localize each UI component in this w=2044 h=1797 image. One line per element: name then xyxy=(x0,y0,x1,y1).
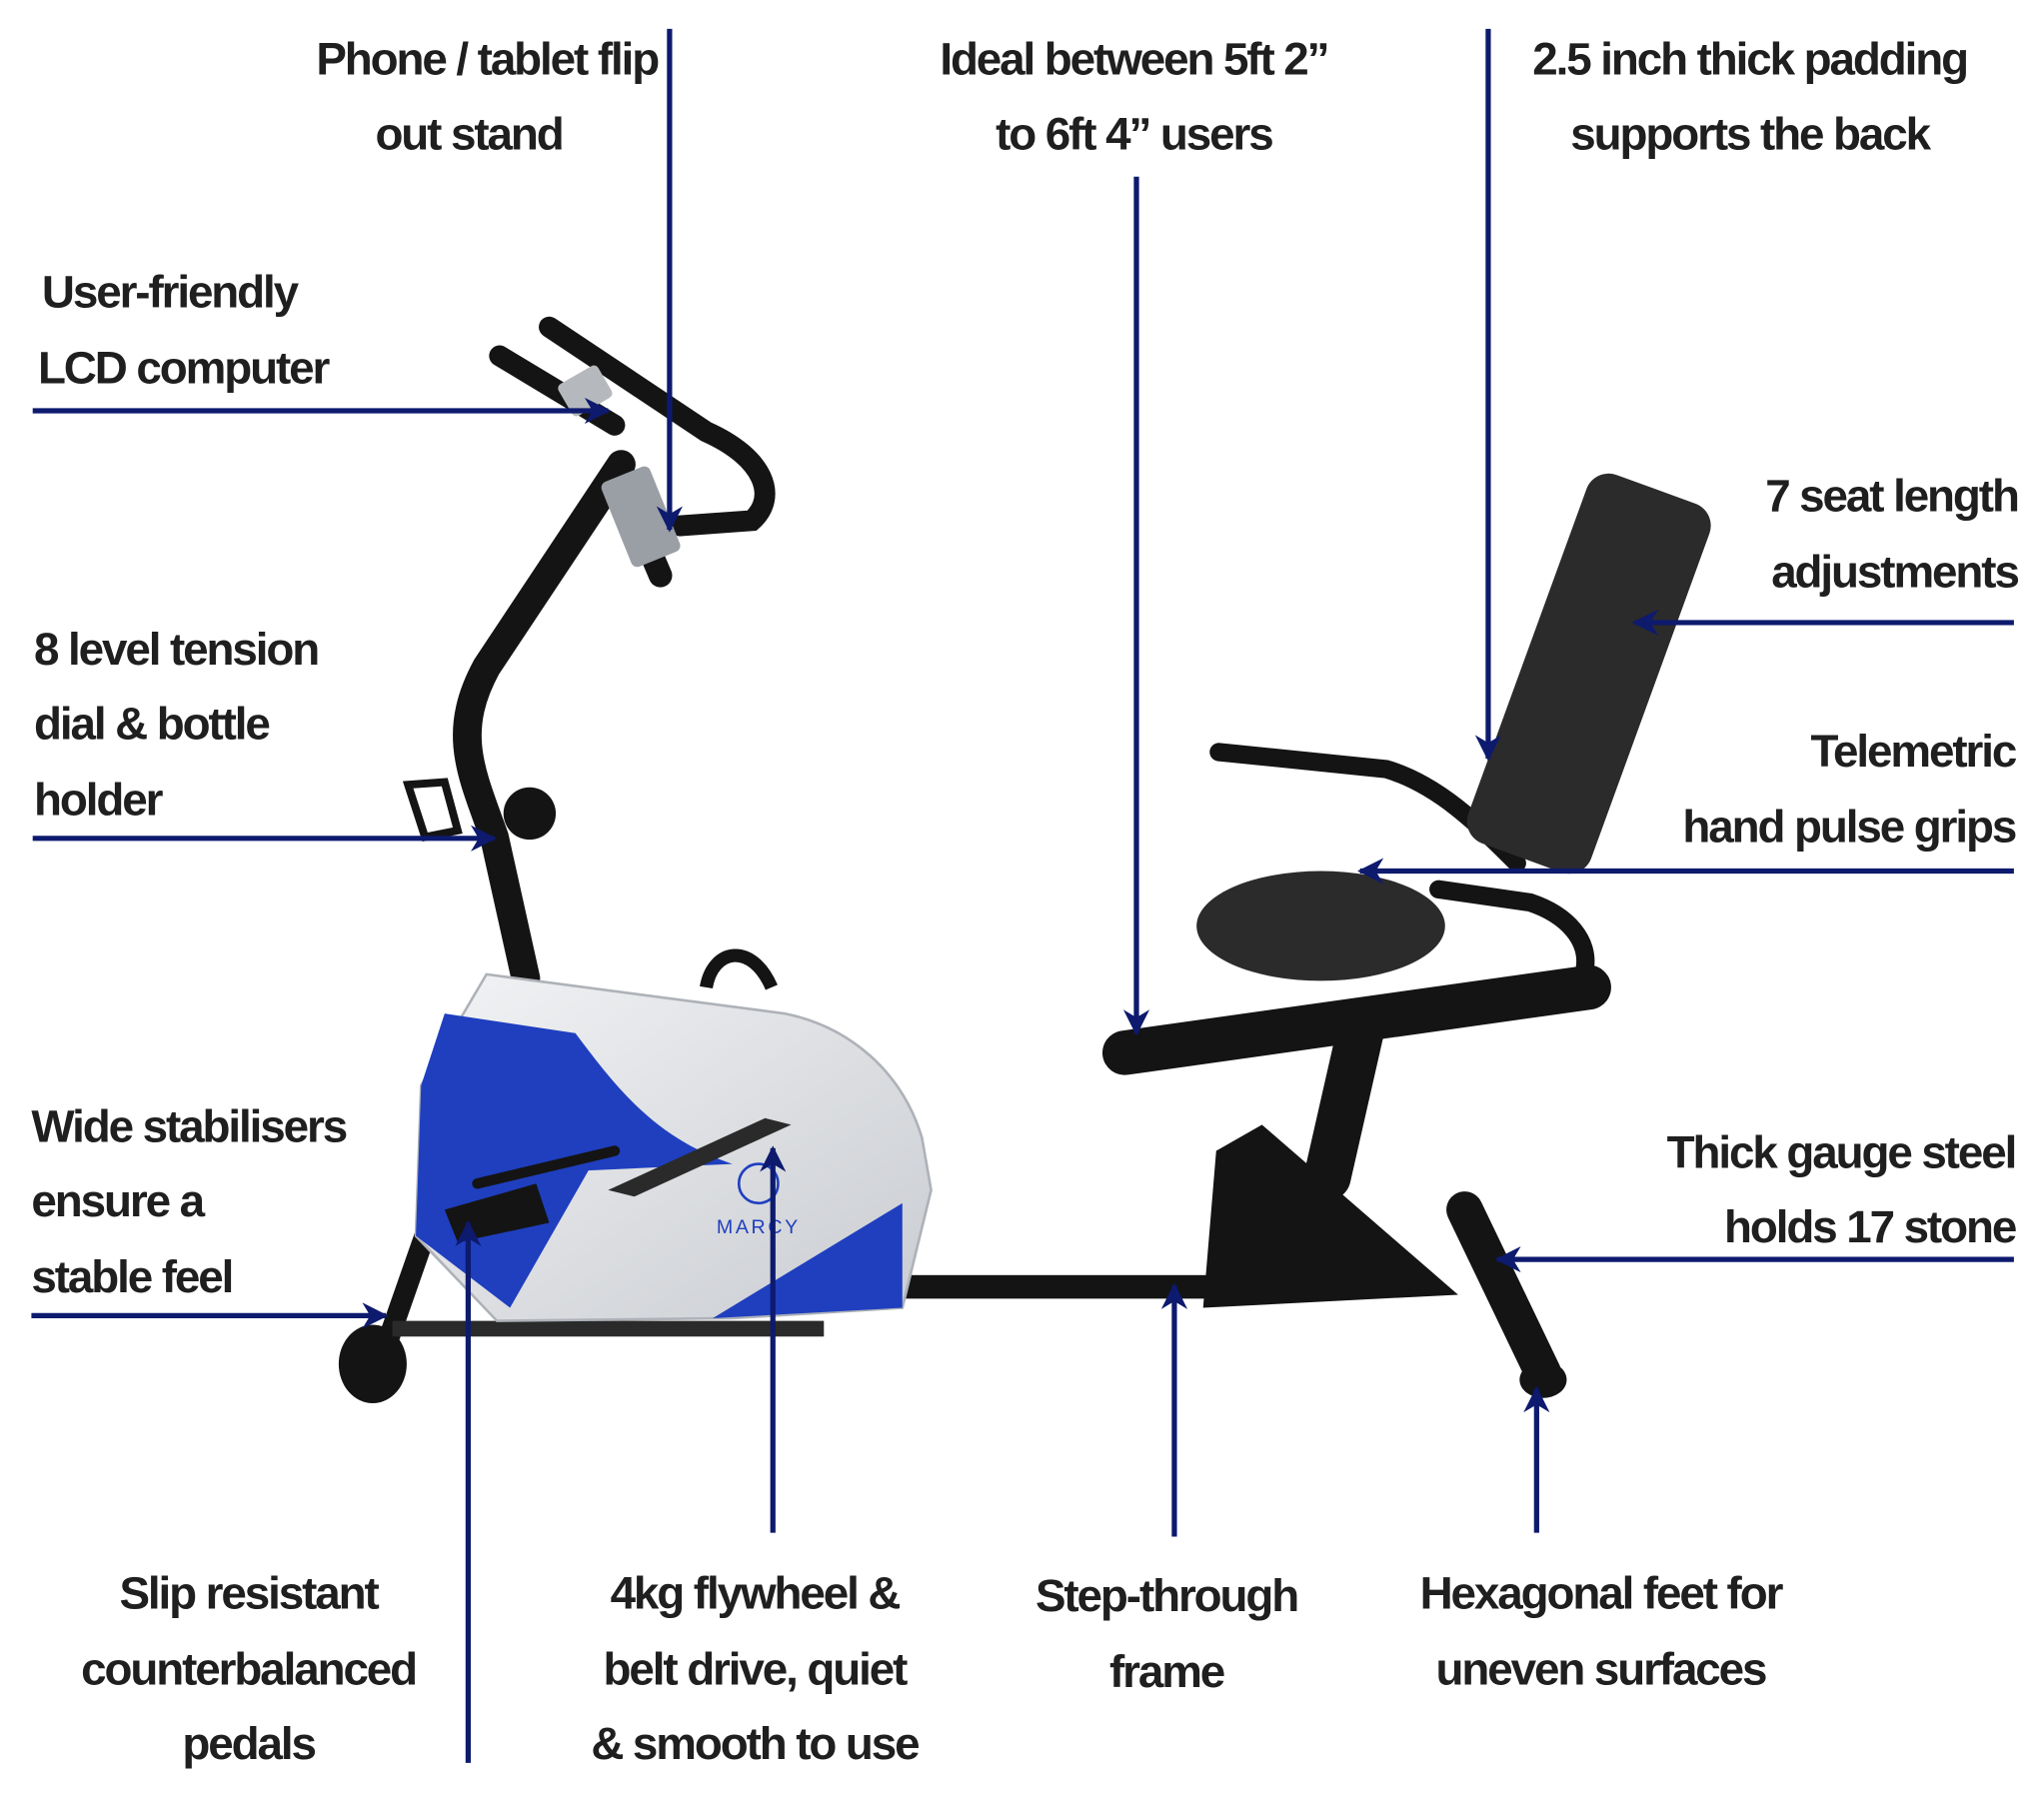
seat-cushion xyxy=(1196,871,1445,981)
floor-rail xyxy=(392,1320,825,1337)
callout-tension: 8 level tension dial & bottle holder xyxy=(34,624,320,825)
seat-post xyxy=(1303,1009,1384,1201)
callout-lcd: User-friendly LCD computer xyxy=(38,267,333,394)
callout-phone-stand: Phone / tablet flip out stand xyxy=(316,34,661,160)
callout-stabilisers: Wide stabilisers ensure a stable feel xyxy=(31,1100,348,1302)
upright-post xyxy=(453,450,636,993)
label-line: uneven surfaces xyxy=(1435,1643,1766,1694)
crank-arm xyxy=(472,1145,621,1189)
label-line: hand pulse grips xyxy=(1682,802,2015,853)
callout-height-range: Ideal between 5ft 2” to 6ft 4” users xyxy=(940,34,1329,160)
brand-logo: MARCY xyxy=(717,1216,801,1238)
backrest xyxy=(1466,473,1711,875)
handlebars xyxy=(539,316,776,537)
callout-pulse-grips: Telemetric hand pulse grips xyxy=(1682,726,2019,853)
seat-base xyxy=(1202,1124,1458,1308)
front-foot xyxy=(338,1324,407,1404)
label-line: counterbalanced xyxy=(81,1643,416,1694)
label-line: User-friendly xyxy=(42,267,300,318)
label-line: ensure a xyxy=(31,1175,205,1226)
recumbent-bike: MARCY xyxy=(338,316,1711,1404)
label-line: frame xyxy=(1109,1646,1224,1697)
label-line: Step-through xyxy=(1035,1570,1297,1621)
callout-steel: Thick gauge steel holds 17 stone xyxy=(1667,1127,2018,1253)
callout-arrows xyxy=(31,28,2014,1763)
label-line: 4kg flywheel & xyxy=(611,1567,901,1618)
pulse-grip-front xyxy=(1429,880,1595,977)
callout-seat-length: 7 seat length adjustments xyxy=(1765,471,2020,598)
callout-flywheel: 4kg flywheel & belt drive, quiet & smoot… xyxy=(591,1567,921,1769)
rear-stabiliser xyxy=(1446,1191,1562,1392)
callout-pedals: Slip resistant counterbalanced pedals xyxy=(81,1567,418,1769)
label-line: belt drive, quiet xyxy=(604,1643,909,1694)
label-line: Hexagonal feet for xyxy=(1420,1567,1784,1618)
label-line: 8 level tension xyxy=(34,624,318,675)
label-line: holder xyxy=(34,774,164,825)
bottle-holder xyxy=(402,778,463,843)
housing-vent xyxy=(608,1117,792,1197)
label-line: pedals xyxy=(182,1718,315,1769)
label-line: Phone / tablet flip xyxy=(316,34,659,85)
label-line: adjustments xyxy=(1771,547,2018,598)
label-line: & smooth to use xyxy=(591,1718,919,1769)
callout-padding: 2.5 inch thick padding supports the back xyxy=(1532,34,1969,160)
label-line: Ideal between 5ft 2” xyxy=(940,34,1327,85)
callout-step-through: Step-through frame xyxy=(1035,1570,1299,1697)
label-line: Telemetric xyxy=(1811,726,2017,777)
label-line: to 6ft 4” users xyxy=(996,108,1272,159)
label-line: LCD computer xyxy=(38,342,331,393)
tablet-stand xyxy=(601,466,681,568)
callout-feet: Hexagonal feet for uneven surfaces xyxy=(1420,1567,1786,1694)
label-line: out stand xyxy=(375,108,562,159)
label-line: Wide stabilisers xyxy=(31,1100,346,1151)
label-line: stable feel xyxy=(31,1251,232,1302)
tension-dial xyxy=(503,787,557,841)
label-line: 2.5 inch thick padding xyxy=(1532,34,1967,85)
pedal-strap xyxy=(700,948,778,990)
label-line: Thick gauge steel xyxy=(1667,1127,2016,1178)
label-line: dial & bottle xyxy=(34,698,269,749)
rear-foot xyxy=(1519,1361,1567,1398)
label-line: 7 seat length xyxy=(1765,471,2018,522)
label-line: holds 17 stone xyxy=(1724,1201,2016,1252)
brand-logo-mark xyxy=(737,1162,780,1205)
label-line: Slip resistant xyxy=(119,1567,379,1618)
label-line: supports the back xyxy=(1570,108,1931,159)
